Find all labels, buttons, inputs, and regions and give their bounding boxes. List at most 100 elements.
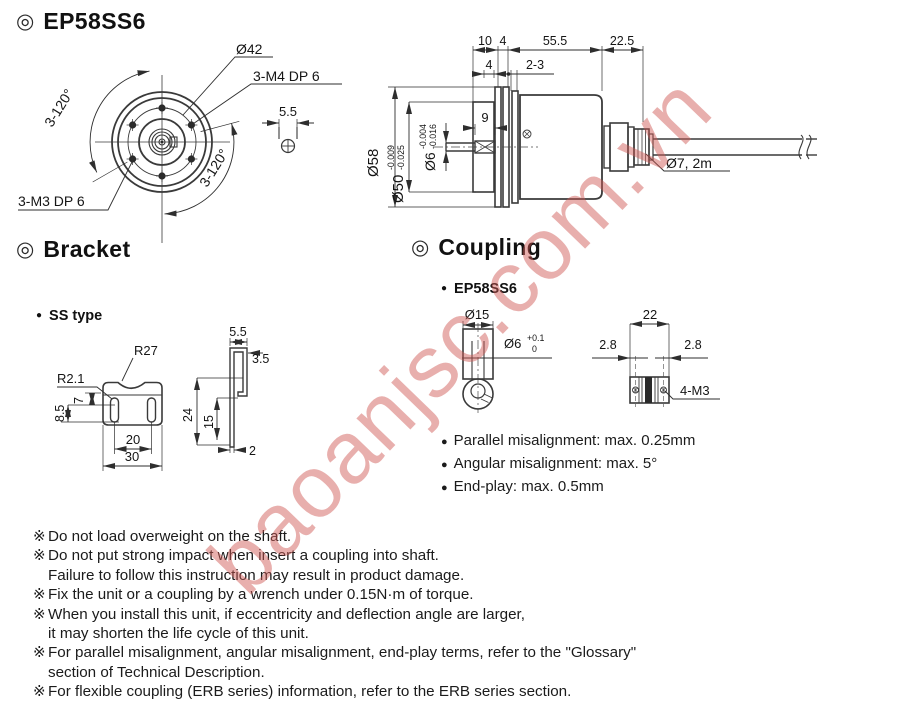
side-diameter-dims: Ø58 Ø50 -0.009 -0.025 Ø6 -0.004 -0.016 bbox=[365, 86, 495, 208]
encoder-title: EP58SS6 bbox=[43, 8, 146, 34]
bracket-r21-label: R2.1 bbox=[57, 371, 84, 386]
list-item: ● Parallel misalignment: max. 0.25mm bbox=[441, 430, 695, 453]
note-line: ※When you install this unit, if eccentri… bbox=[33, 605, 636, 624]
encoder-front-clamp-detail: 5.5 bbox=[262, 104, 314, 154]
side-dia58-label: Ø58 bbox=[365, 149, 382, 177]
reference-mark-icon: ※ bbox=[33, 586, 46, 604]
side-dia6-tol-upper: -0.004 bbox=[418, 124, 428, 149]
note-text: Do not load overweight on the shaft. bbox=[48, 528, 292, 545]
bullet-dot-icon: ● bbox=[441, 459, 448, 471]
front-dia42-label: Ø42 bbox=[236, 41, 263, 57]
reference-mark-icon: ※ bbox=[33, 528, 46, 545]
notes-block: ※Do not load overweight on the shaft. ※D… bbox=[33, 527, 636, 702]
bracket-dim-24: 24 bbox=[181, 408, 195, 422]
coupling-model-subheading: ● EP58SS6 bbox=[441, 281, 517, 297]
encoder-section-heading: ◎ EP58SS6 bbox=[16, 8, 146, 35]
bullet-dot-icon: ● bbox=[441, 283, 448, 294]
section-bullseye-icon: ◎ bbox=[16, 10, 35, 33]
front-clamp-dim-label: 5.5 bbox=[279, 104, 297, 119]
front-angle-label-2: 3-120° bbox=[196, 146, 232, 190]
note-line: Failure to follow this instruction may r… bbox=[33, 566, 636, 585]
bracket-section-heading: ◎ Bracket bbox=[16, 236, 131, 263]
side-dia50-tol-upper: -0.009 bbox=[386, 145, 396, 170]
bracket-dim-3-5: 3.5 bbox=[252, 352, 269, 366]
side-cable-label: Ø7, 2m bbox=[666, 155, 712, 171]
note-line: section of Technical Description. bbox=[33, 663, 636, 682]
side-dim-10: 10 bbox=[478, 34, 492, 48]
bullet-dot-icon: ● bbox=[36, 310, 43, 321]
bracket-dim-7: 7 bbox=[72, 397, 86, 404]
encoder-front-callouts: Ø42 3-M4 DP 6 3-M3 DP 6 bbox=[18, 41, 342, 211]
coupling-dia15-label: Ø15 bbox=[465, 307, 490, 322]
note-line: ※For parallel misalignment, angular misa… bbox=[33, 643, 636, 662]
note-line: it may shorten the life cycle of this un… bbox=[33, 624, 636, 643]
side-dim-22-5: 22.5 bbox=[610, 34, 634, 48]
coupling-dia6-tol-upper: +0.1 bbox=[527, 333, 544, 343]
section-bullseye-icon: ◎ bbox=[16, 238, 35, 261]
side-dim-9: 9 bbox=[481, 110, 488, 125]
side-dia6-label: Ø6 bbox=[422, 152, 438, 171]
coupling-dia6-tol-lower: 0 bbox=[532, 344, 537, 354]
spec-text: Angular misalignment: max. 5° bbox=[453, 455, 658, 472]
side-shaft: 9 bbox=[434, 110, 538, 154]
coupling-dim-2-8-left: 2.8 bbox=[599, 338, 616, 352]
coupling-specs-list: ● Parallel misalignment: max. 0.25mm ● A… bbox=[441, 430, 695, 499]
coupling-dia6-label: Ø6 bbox=[504, 336, 521, 351]
reference-mark-icon: ※ bbox=[33, 683, 46, 701]
list-item: ● Angular misalignment: max. 5° bbox=[441, 453, 695, 476]
bracket-type-subheading: ● SS type bbox=[36, 308, 102, 324]
bracket-side-view: 5.5 3.5 24 15 2 bbox=[181, 325, 269, 458]
bullet-dot-icon: ● bbox=[441, 436, 448, 448]
side-dim-4b: 4 bbox=[486, 58, 493, 72]
spec-text: Parallel misalignment: max. 0.25mm bbox=[453, 432, 696, 449]
note-text: For parallel misalignment, angular misal… bbox=[48, 644, 637, 662]
bracket-dim-2: 2 bbox=[249, 444, 256, 458]
bracket-dim-20: 20 bbox=[126, 432, 140, 447]
side-cable: Ø7, 2m bbox=[645, 134, 817, 172]
coupling-model-label: EP58SS6 bbox=[454, 281, 517, 297]
note-text: section of Technical Description. bbox=[48, 663, 265, 681]
coupling-drawing: Ø15 Ø6 +0.1 0 22 2. bbox=[462, 307, 720, 413]
bracket-type-label: SS type bbox=[49, 308, 103, 324]
front-angle-label-1: 3-120° bbox=[41, 86, 77, 130]
side-dim-4a: 4 bbox=[500, 34, 507, 48]
bracket-drawing: R27 R2.1 7 8.5 20 30 5.5 3.5 24 15 bbox=[53, 325, 269, 471]
front-m4-label: 3-M4 DP 6 bbox=[253, 68, 320, 84]
side-dia50-label: Ø50 bbox=[390, 175, 407, 203]
reference-mark-icon: ※ bbox=[33, 547, 46, 565]
coupling-m3-label: 4-M3 bbox=[680, 383, 710, 398]
section-bullseye-icon: ◎ bbox=[411, 236, 430, 259]
coupling-dim-22: 22 bbox=[643, 307, 657, 322]
bracket-dim-5-5: 5.5 bbox=[229, 325, 246, 339]
note-text: Failure to follow this instruction may r… bbox=[48, 566, 465, 584]
note-line: ※For flexible coupling (ERB series) info… bbox=[33, 682, 636, 701]
note-text: For flexible coupling (ERB series) infor… bbox=[48, 683, 572, 701]
spec-text: End-play: max. 0.5mm bbox=[453, 478, 604, 495]
coupling-end-view: Ø15 Ø6 +0.1 0 bbox=[462, 307, 552, 413]
bullet-dot-icon: ● bbox=[441, 482, 448, 494]
list-item: ● End-play: max. 0.5mm bbox=[441, 476, 695, 499]
bracket-dim-30: 30 bbox=[125, 449, 139, 464]
coupling-section-heading: ◎ Coupling bbox=[411, 234, 541, 261]
note-text: When you install this unit, if eccentric… bbox=[48, 605, 525, 623]
bracket-title: Bracket bbox=[43, 236, 131, 262]
coupling-title: Coupling bbox=[438, 234, 542, 260]
front-m3-label: 3-M3 DP 6 bbox=[18, 193, 85, 209]
side-dia50-tol-lower: -0.025 bbox=[396, 145, 406, 170]
encoder-front-view-drawing: 3-120° 3-120° Ø42 3-M4 DP 6 3-M3 DP 6 5.… bbox=[18, 41, 342, 243]
side-top-dimensions: 10 4 55.5 22.5 4 2-3 bbox=[472, 34, 644, 122]
coupling-side-view: 22 2.8 2.8 4-M3 bbox=[592, 307, 720, 407]
note-line: ※Do not put strong impact when insert a … bbox=[33, 546, 636, 565]
note-line: ※Fix the unit or a coupling by a wrench … bbox=[33, 585, 636, 604]
note-text: Fix the unit or a coupling by a wrench u… bbox=[48, 586, 474, 604]
bracket-dim-8-5: 8.5 bbox=[53, 405, 67, 422]
encoder-side-view-drawing: 10 4 55.5 22.5 4 2-3 bbox=[365, 34, 817, 208]
note-text: Do not put strong impact when insert a c… bbox=[48, 547, 439, 565]
side-cable-gland bbox=[603, 122, 654, 172]
reference-mark-icon: ※ bbox=[33, 605, 46, 623]
coupling-dim-2-8-right: 2.8 bbox=[684, 338, 701, 352]
reference-mark-icon: ※ bbox=[33, 644, 46, 662]
bracket-dim-15: 15 bbox=[202, 415, 216, 429]
side-dim-55-5: 55.5 bbox=[543, 34, 567, 48]
note-text: it may shorten the life cycle of this un… bbox=[48, 625, 309, 643]
